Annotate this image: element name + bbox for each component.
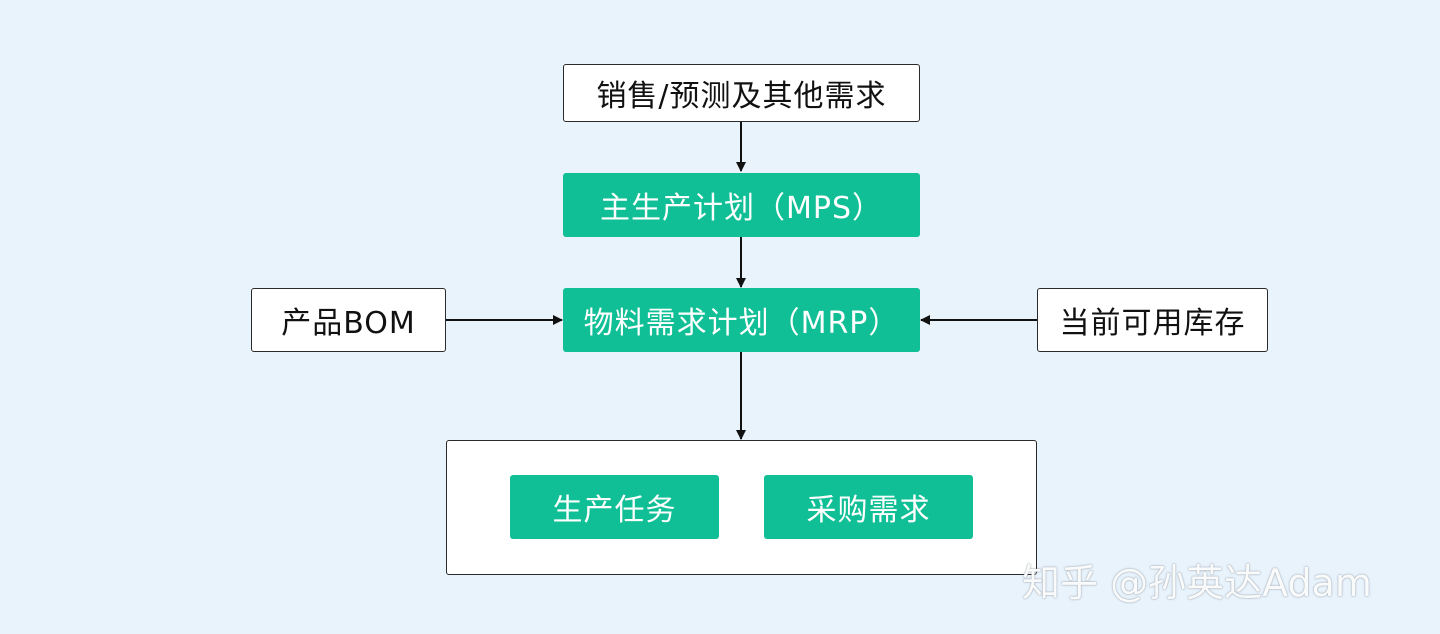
mrp-node: 物料需求计划（MRP） — [563, 288, 920, 352]
available-inventory-node: 当前可用库存 — [1037, 288, 1268, 352]
purchase-demand-node: 采购需求 — [764, 475, 973, 539]
sales-demand-node: 销售/预测及其他需求 — [563, 64, 920, 122]
mps-node: 主生产计划（MPS） — [563, 173, 920, 237]
watermark: 知乎 @孙英达Adam — [1022, 561, 1372, 605]
production-tasks-node: 生产任务 — [510, 475, 719, 539]
product-bom-node: 产品BOM — [251, 288, 446, 352]
